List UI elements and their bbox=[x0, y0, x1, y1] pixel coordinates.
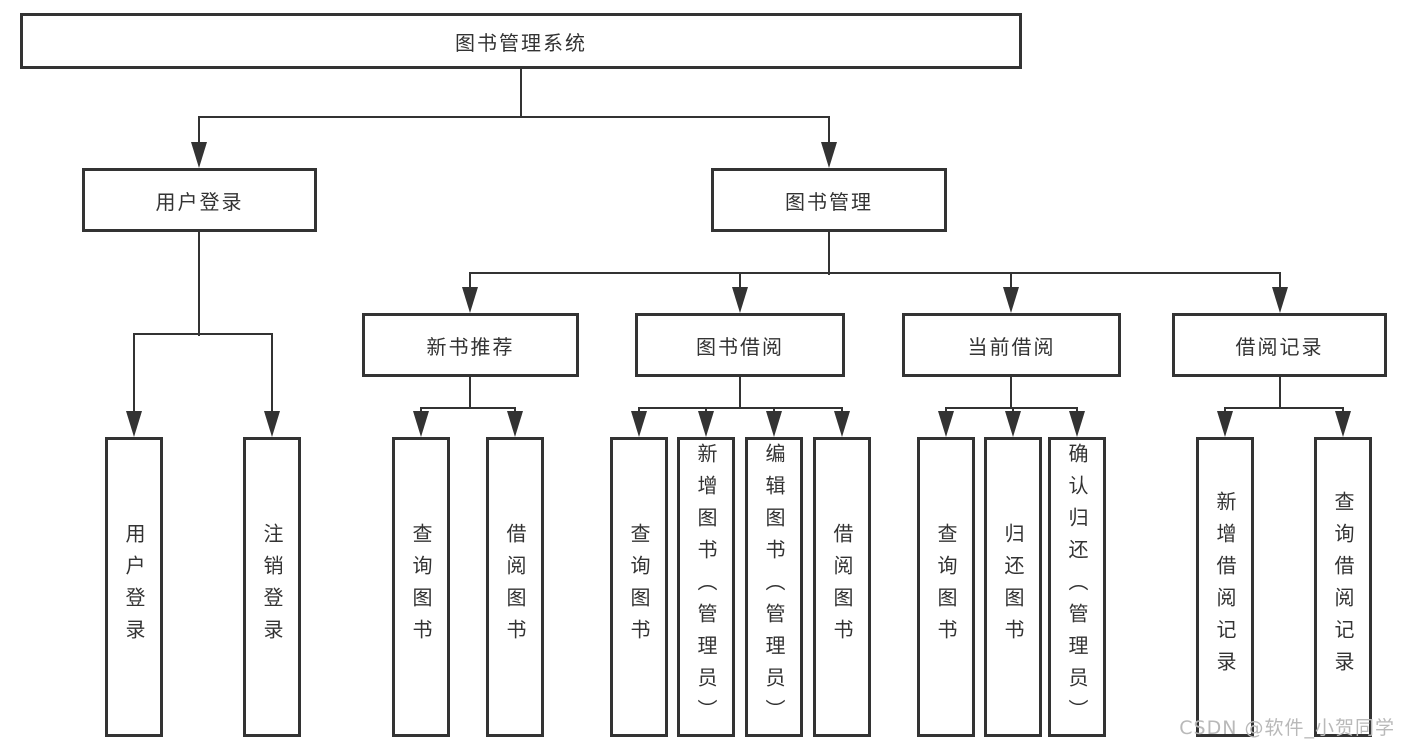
connector-line bbox=[1279, 377, 1281, 409]
node-label: 查询图书 bbox=[409, 523, 433, 651]
node-add-borrow-record: 新增借阅记录 bbox=[1196, 437, 1254, 737]
arrowhead-down-icon bbox=[1335, 411, 1351, 437]
node-label: 编辑图书（管理员） bbox=[762, 443, 786, 731]
arrowhead-down-icon bbox=[191, 142, 207, 168]
node-book-management-system: 图书管理系统 bbox=[20, 13, 1022, 69]
node-label: 借阅图书 bbox=[503, 523, 527, 651]
arrowhead-down-icon bbox=[1272, 287, 1288, 313]
arrowhead-down-icon bbox=[462, 287, 478, 313]
node-label: 图书借阅 bbox=[696, 334, 784, 359]
connector-line bbox=[420, 407, 516, 409]
node-query-books-recommend: 查询图书 bbox=[392, 437, 450, 737]
connector-line bbox=[773, 407, 775, 413]
connector-line bbox=[945, 407, 947, 413]
node-label: 当前借阅 bbox=[967, 334, 1056, 359]
arrowhead-down-icon bbox=[938, 411, 954, 437]
arrowhead-down-icon bbox=[732, 287, 748, 313]
arrowhead-down-icon bbox=[264, 411, 280, 437]
arrowhead-down-icon bbox=[698, 411, 714, 437]
connector-line bbox=[1279, 272, 1281, 290]
node-borrowing-records: 借阅记录 bbox=[1172, 313, 1387, 377]
connector-line bbox=[638, 407, 640, 413]
arrowhead-down-icon bbox=[1005, 411, 1021, 437]
node-new-book-recommend: 新书推荐 bbox=[362, 313, 579, 377]
node-label: 新书推荐 bbox=[426, 334, 515, 359]
connector-line bbox=[133, 333, 273, 335]
arrowhead-down-icon bbox=[507, 411, 523, 437]
arrowhead-down-icon bbox=[1217, 411, 1233, 437]
connector-line bbox=[198, 116, 830, 118]
connector-line bbox=[841, 407, 843, 413]
connector-line bbox=[739, 377, 741, 409]
connector-line bbox=[469, 272, 471, 290]
node-label: 注销登录 bbox=[260, 523, 284, 651]
connector-line bbox=[1224, 407, 1344, 409]
connector-line bbox=[520, 69, 522, 117]
node-book-management: 图书管理 bbox=[711, 168, 947, 232]
node-label: 图书管理 bbox=[785, 189, 873, 214]
node-query-borrow-record: 查询借阅记录 bbox=[1314, 437, 1372, 737]
node-label: 新增图书（管理员） bbox=[694, 443, 718, 731]
node-label: 确认归还（管理员） bbox=[1065, 443, 1089, 731]
node-borrow-books-borrowing: 借阅图书 bbox=[813, 437, 871, 737]
node-label: 归还图书 bbox=[1001, 523, 1025, 651]
watermark-text: CSDN @软件_小贺同学 bbox=[1179, 717, 1395, 739]
arrowhead-down-icon bbox=[834, 411, 850, 437]
connector-line bbox=[638, 407, 843, 409]
node-current-borrowing: 当前借阅 bbox=[902, 313, 1121, 377]
node-label: 用户登录 bbox=[155, 189, 244, 214]
connector-line bbox=[469, 272, 1281, 274]
node-confirm-return-admin: 确认归还（管理员） bbox=[1048, 437, 1106, 737]
arrowhead-down-icon bbox=[1003, 287, 1019, 313]
arrowhead-down-icon bbox=[126, 411, 142, 437]
node-label: 用户登录 bbox=[122, 523, 146, 651]
connector-line bbox=[420, 407, 422, 413]
node-label: 借阅记录 bbox=[1235, 334, 1324, 359]
connector-line bbox=[705, 407, 707, 413]
arrowhead-down-icon bbox=[1069, 411, 1085, 437]
connector-line bbox=[1010, 377, 1012, 409]
connector-line bbox=[828, 117, 830, 144]
connector-line bbox=[1010, 272, 1012, 290]
connector-line bbox=[198, 232, 200, 336]
connector-line bbox=[1224, 407, 1226, 413]
node-edit-book-admin: 编辑图书（管理员） bbox=[745, 437, 803, 737]
node-book-borrowing: 图书借阅 bbox=[635, 313, 845, 377]
arrowhead-down-icon bbox=[631, 411, 647, 437]
connector-line bbox=[828, 232, 830, 275]
connector-line bbox=[739, 272, 741, 290]
node-label: 查询图书 bbox=[934, 523, 958, 651]
arrowhead-down-icon bbox=[413, 411, 429, 437]
connector-line bbox=[1012, 407, 1014, 413]
node-add-book-admin: 新增图书（管理员） bbox=[677, 437, 735, 737]
node-label: 图书管理系统 bbox=[455, 30, 587, 55]
node-borrow-books-recommend: 借阅图书 bbox=[486, 437, 544, 737]
node-user-login-leaf: 用户登录 bbox=[105, 437, 163, 737]
connector-line bbox=[1076, 407, 1078, 413]
arrowhead-down-icon bbox=[766, 411, 782, 437]
connector-line bbox=[1342, 407, 1344, 413]
node-query-books-borrowing: 查询图书 bbox=[610, 437, 668, 737]
node-logout: 注销登录 bbox=[243, 437, 301, 737]
connector-line bbox=[133, 334, 135, 413]
node-label: 借阅图书 bbox=[830, 523, 854, 651]
connector-line bbox=[514, 407, 516, 413]
arrowhead-down-icon bbox=[821, 142, 837, 168]
node-return-books: 归还图书 bbox=[984, 437, 1042, 737]
node-label: 查询借阅记录 bbox=[1331, 491, 1355, 683]
node-label: 查询图书 bbox=[627, 523, 651, 651]
connector-line bbox=[271, 334, 273, 413]
connector-line bbox=[198, 117, 200, 144]
connector-line bbox=[469, 377, 471, 409]
node-label: 新增借阅记录 bbox=[1213, 491, 1237, 683]
node-query-books-current: 查询图书 bbox=[917, 437, 975, 737]
node-user-login: 用户登录 bbox=[82, 168, 317, 232]
connector-line bbox=[945, 407, 1078, 409]
